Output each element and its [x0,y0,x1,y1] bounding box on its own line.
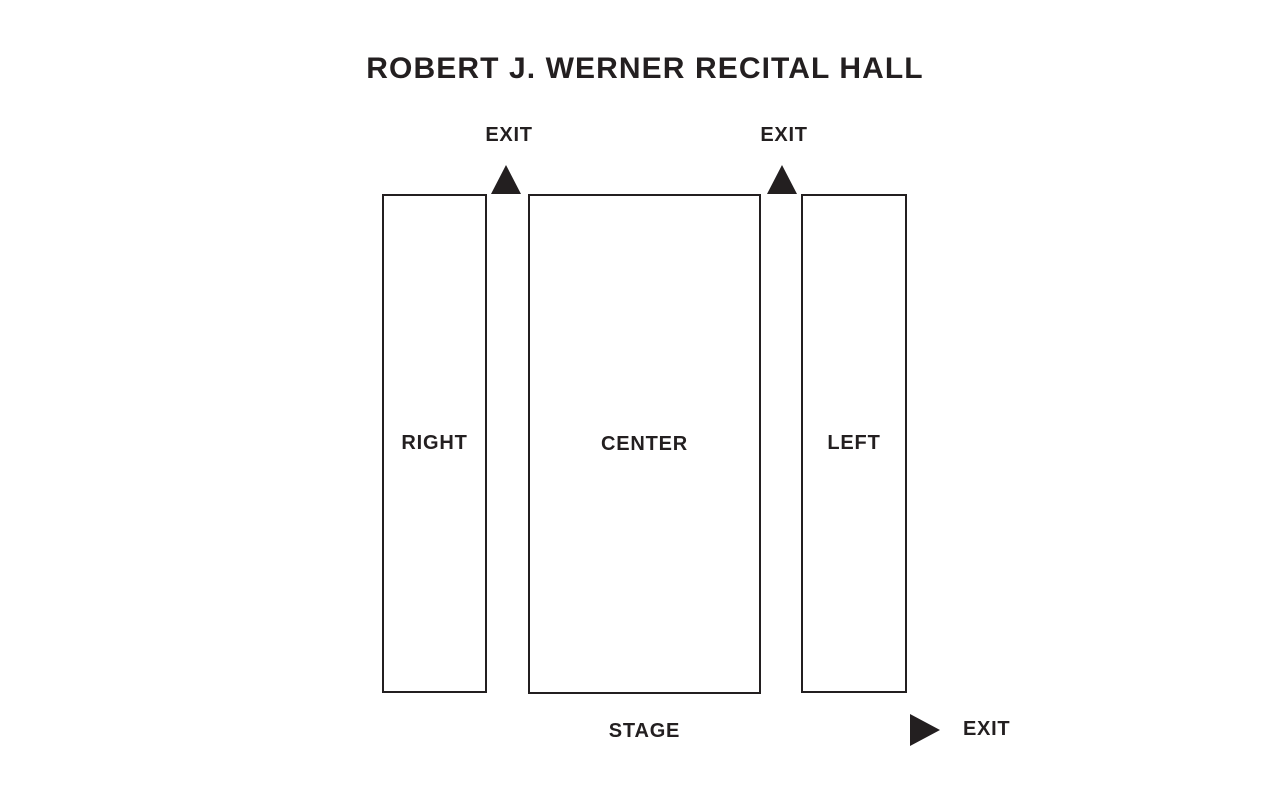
exit-label-top-right: EXIT [760,124,808,146]
section-label: LEFT [827,432,881,454]
section-left[interactable]: LEFT [801,194,907,693]
stage-label: STAGE [608,720,681,742]
section-label: RIGHT [401,432,468,454]
section-label: CENTER [600,432,689,455]
triangle-right-icon [910,714,940,746]
exit-label-top-left: EXIT [485,124,533,146]
triangle-up-icon [767,165,797,194]
section-center[interactable]: CENTER [528,194,761,694]
exit-label-bottom-right: EXIT [963,718,1011,740]
page-title: ROBERT J. WERNER RECITAL HALL [366,52,924,85]
section-right[interactable]: RIGHT [382,194,487,693]
triangle-up-icon [491,165,521,194]
